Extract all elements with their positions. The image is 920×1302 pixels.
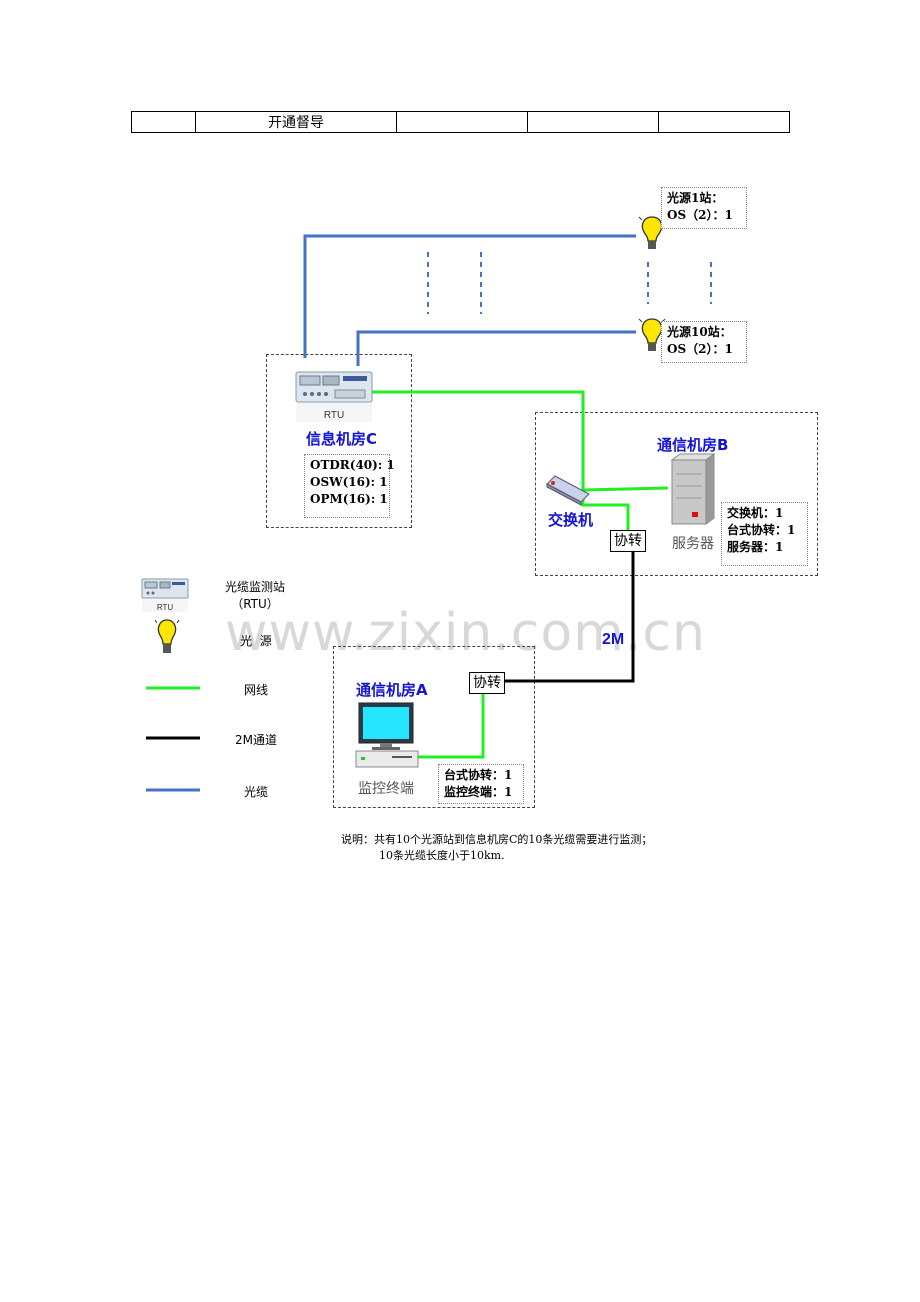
header-table: 开通督导 (131, 111, 790, 133)
room-info-c-specs: OTDR(40): 1 OSW(16): 1 OPM(16): 1 (304, 454, 395, 518)
note-line-2: 10条光缆长度小于10km. (379, 849, 505, 862)
light-source-name: 光源1站： (667, 191, 724, 205)
protocol-converter-a: 协转 (469, 672, 505, 694)
spec-line: 监控终端：1 (444, 785, 513, 799)
light-source-10-info: 光源10站： OS（2）：1 (661, 321, 747, 363)
rtu-icon: RTU (141, 578, 189, 612)
legend-label-rtu: 光缆监测站 （RTU） (214, 578, 296, 612)
room-comm-b-title: 通信机房B (657, 436, 729, 454)
spec-line: OPM(16): 1 (310, 492, 388, 506)
room-comm-a-title: 通信机房A (356, 681, 428, 699)
room-info-c-box (266, 354, 412, 528)
legend-label-light-source: 光 源 (240, 634, 272, 648)
note-line-1: 说明：共有10个光源站到信息机房C的10条光缆需要进行监测； (341, 833, 653, 846)
bulb-icon (638, 318, 666, 351)
switch-device (545, 472, 591, 506)
bulb-icon (154, 619, 180, 653)
room-comm-a-specs: 台式协转：1 监控终端：1 (438, 764, 524, 804)
legend-label-network: 网线 (243, 683, 268, 697)
light-source-spec: OS（2）：1 (667, 208, 733, 222)
legend-label: 光缆监测站 (224, 580, 285, 594)
spec-line: 台式协转：1 (727, 523, 796, 537)
channel-2m-label: 2M (602, 631, 625, 648)
room-comm-b-specs: 交换机：1 台式协转：1 服务器：1 (721, 502, 808, 566)
computer-icon (355, 702, 419, 768)
spec-line: 交换机：1 (727, 506, 784, 520)
spec-line: 台式协转：1 (444, 768, 513, 782)
terminal-label: 监控终端 (358, 781, 414, 797)
spec-line: 服务器：1 (727, 540, 784, 554)
spec-line: OTDR(40): 1 (310, 458, 395, 472)
header-cell: 开通督导 (195, 111, 397, 133)
protocol-converter-b: 协转 (610, 530, 646, 552)
server-icon (670, 453, 716, 525)
rtu-device: RTU (295, 370, 375, 424)
switch-icon (546, 475, 590, 506)
spec-line: OSW(16): 1 (310, 475, 388, 489)
server-device (668, 452, 716, 526)
fiber-cable-station-10 (356, 330, 636, 366)
monitor-terminal (354, 701, 420, 769)
watermark: www.zixin.com.cn (225, 603, 706, 663)
legend-label-2m: 2M通道 (235, 733, 277, 747)
room-comm-b-box (535, 412, 818, 576)
room-info-c-title: 信息机房C (306, 430, 378, 448)
legend-rtu: RTU (141, 577, 189, 613)
legend-bulb (154, 617, 180, 657)
legend-sublabel: （RTU） (231, 597, 279, 611)
server-label: 服务器 (672, 536, 714, 552)
network-cable-switch-server (582, 486, 669, 492)
network-cable-terminal-protocol (418, 693, 485, 759)
light-source-spec: OS（2）：1 (667, 342, 733, 356)
legend-label-fiber: 光缆 (243, 785, 268, 799)
fiber-cable-station-1 (303, 234, 636, 358)
light-source-name: 光源10站： (667, 325, 732, 339)
channel-2m-line (503, 552, 635, 683)
network-cable-rtu-switch (370, 390, 585, 492)
rtu-caption: RTU (157, 603, 174, 612)
rtu-icon: RTU (295, 371, 373, 422)
room-comm-a-box (333, 646, 535, 808)
switch-label: 交换机 (548, 511, 594, 529)
header-cell (658, 111, 790, 133)
rtu-caption: RTU (324, 410, 344, 421)
light-source-10 (638, 316, 666, 356)
light-source-1-info: 光源1站： OS（2）：1 (661, 187, 747, 229)
